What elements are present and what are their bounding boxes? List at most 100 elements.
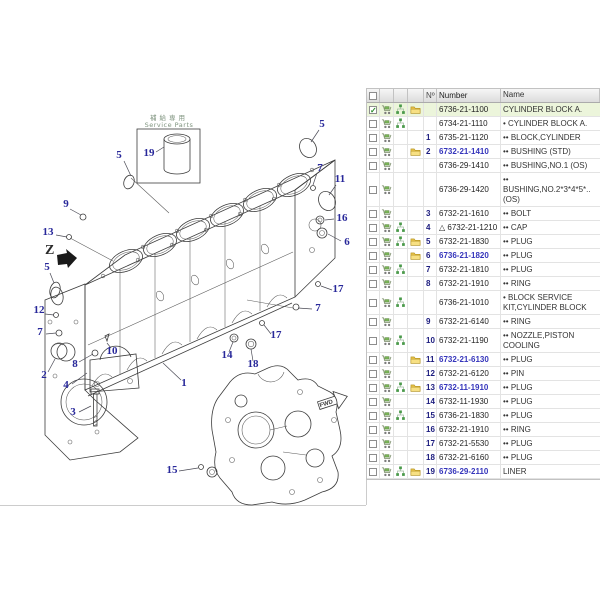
cart-icon[interactable]	[381, 297, 392, 308]
table-row[interactable]: 1 6735-21-1120 •• BLOCK,CYLINDER	[367, 131, 600, 145]
cart-icon[interactable]	[381, 396, 392, 407]
row-checkbox[interactable]	[369, 237, 377, 246]
row-checkbox[interactable]	[369, 383, 377, 392]
table-row[interactable]: 10 6732-21-1190 •• NOZZLE,PISTON COOLING	[367, 329, 600, 353]
cart-icon[interactable]	[381, 354, 392, 365]
table-row[interactable]: ✓ 6736-21-1100 CYLINDER BLOCK A.	[367, 103, 600, 117]
tree-icon[interactable]	[395, 222, 406, 233]
cart-icon[interactable]	[381, 184, 392, 195]
cart-icon[interactable]	[381, 466, 392, 477]
part-number[interactable]: 6736-21-1820	[437, 249, 501, 262]
folder-icon[interactable]	[410, 466, 421, 477]
row-checkbox[interactable]	[369, 439, 377, 448]
row-checkbox[interactable]	[369, 411, 377, 420]
tree-icon[interactable]	[395, 118, 406, 129]
callout-13[interactable]: 13	[43, 226, 55, 238]
cart-icon[interactable]	[381, 410, 392, 421]
callout-18[interactable]: 18	[248, 358, 260, 370]
table-row[interactable]: 17 6732-21-5530 •• PLUG	[367, 437, 600, 451]
callout-5[interactable]: 5	[44, 261, 50, 273]
row-checkbox[interactable]: ✓	[369, 105, 377, 115]
callout-1[interactable]: 1	[181, 377, 187, 389]
folder-icon[interactable]	[410, 104, 421, 115]
callout-12[interactable]: 12	[34, 304, 46, 316]
tree-icon[interactable]	[395, 382, 406, 393]
callout-3[interactable]: 3	[70, 406, 76, 418]
callout-15[interactable]: 15	[167, 464, 179, 476]
row-checkbox[interactable]	[369, 223, 377, 232]
callout-11[interactable]: 11	[335, 173, 345, 185]
table-row[interactable]: 15 6736-21-1830 •• PLUG	[367, 409, 600, 423]
callout-2[interactable]: 2	[41, 369, 47, 381]
callout-5[interactable]: 5	[319, 118, 325, 130]
tree-icon[interactable]	[395, 297, 406, 308]
table-row[interactable]: 2 6732-21-1410 •• BUSHING (STD)	[367, 145, 600, 159]
select-all-checkbox[interactable]	[369, 91, 377, 100]
part-number[interactable]: 6732-21-1410	[437, 145, 501, 158]
row-checkbox[interactable]	[369, 298, 377, 307]
cart-icon[interactable]	[381, 222, 392, 233]
part-number[interactable]: 6736-29-2110	[437, 465, 501, 478]
part-number[interactable]: 6732-11-1910	[437, 381, 501, 394]
cart-icon[interactable]	[381, 452, 392, 463]
tree-icon[interactable]	[395, 466, 406, 477]
callout-7[interactable]: 7	[317, 162, 323, 174]
callout-4[interactable]: 4	[63, 379, 69, 391]
table-row[interactable]: 5 6732-21-1830 •• PLUG	[367, 235, 600, 249]
callout-9[interactable]: 9	[63, 198, 69, 210]
cart-icon[interactable]	[381, 132, 392, 143]
cart-icon[interactable]	[381, 316, 392, 327]
folder-icon[interactable]	[410, 250, 421, 261]
table-row[interactable]: 19 6736-29-2110 LINER	[367, 465, 600, 479]
table-row[interactable]: 14 6732-11-1930 •• PLUG	[367, 395, 600, 409]
table-row[interactable]: 6736-21-1010 • BLOCK SERVICE KIT,CYLINDE…	[367, 291, 600, 315]
tree-icon[interactable]	[395, 236, 406, 247]
row-checkbox[interactable]	[369, 317, 377, 326]
callout-17[interactable]: 17	[271, 329, 283, 341]
table-row[interactable]: 3 6732-21-1610 •• BOLT	[367, 207, 600, 221]
callout-10[interactable]: 10	[107, 345, 119, 357]
row-checkbox[interactable]	[369, 185, 377, 194]
cart-icon[interactable]	[381, 335, 392, 346]
table-row[interactable]: 6 6736-21-1820 •• PLUG	[367, 249, 600, 263]
row-checkbox[interactable]	[369, 209, 377, 218]
cart-icon[interactable]	[381, 146, 392, 157]
row-checkbox[interactable]	[369, 161, 377, 170]
row-checkbox[interactable]	[369, 355, 377, 364]
cart-icon[interactable]	[381, 104, 392, 115]
cart-icon[interactable]	[381, 208, 392, 219]
folder-icon[interactable]	[410, 354, 421, 365]
table-row[interactable]: 11 6732-21-6130 •• PLUG	[367, 353, 600, 367]
row-checkbox[interactable]	[369, 369, 377, 378]
table-row[interactable]: 18 6732-21-6160 •• PLUG	[367, 451, 600, 465]
cart-icon[interactable]	[381, 382, 392, 393]
callout-7[interactable]: 7	[315, 302, 321, 314]
tree-icon[interactable]	[395, 264, 406, 275]
folder-icon[interactable]	[410, 236, 421, 247]
cart-icon[interactable]	[381, 368, 392, 379]
callout-19[interactable]: 19	[144, 147, 156, 159]
table-row[interactable]: 9 6732-21-6140 •• RING	[367, 315, 600, 329]
callout-6[interactable]: 6	[344, 236, 350, 248]
tree-icon[interactable]	[395, 335, 406, 346]
row-checkbox[interactable]	[369, 147, 377, 156]
callout-17[interactable]: 17	[333, 283, 345, 295]
folder-icon[interactable]	[410, 146, 421, 157]
callout-5[interactable]: 5	[116, 149, 122, 161]
row-checkbox[interactable]	[369, 397, 377, 406]
row-checkbox[interactable]	[369, 119, 377, 128]
folder-icon[interactable]	[410, 382, 421, 393]
table-row[interactable]: 16 6732-21-1910 •• RING	[367, 423, 600, 437]
cart-icon[interactable]	[381, 160, 392, 171]
row-checkbox[interactable]	[369, 279, 377, 288]
table-row[interactable]: 12 6732-21-6120 •• PIN	[367, 367, 600, 381]
callout-14[interactable]: 14	[222, 349, 234, 361]
row-checkbox[interactable]	[369, 336, 377, 345]
cart-icon[interactable]	[381, 118, 392, 129]
cart-icon[interactable]	[381, 278, 392, 289]
row-checkbox[interactable]	[369, 251, 377, 260]
cart-icon[interactable]	[381, 250, 392, 261]
row-checkbox[interactable]	[369, 425, 377, 434]
part-number[interactable]: 6732-21-6130	[437, 353, 501, 366]
callout-8[interactable]: 8	[72, 358, 78, 370]
